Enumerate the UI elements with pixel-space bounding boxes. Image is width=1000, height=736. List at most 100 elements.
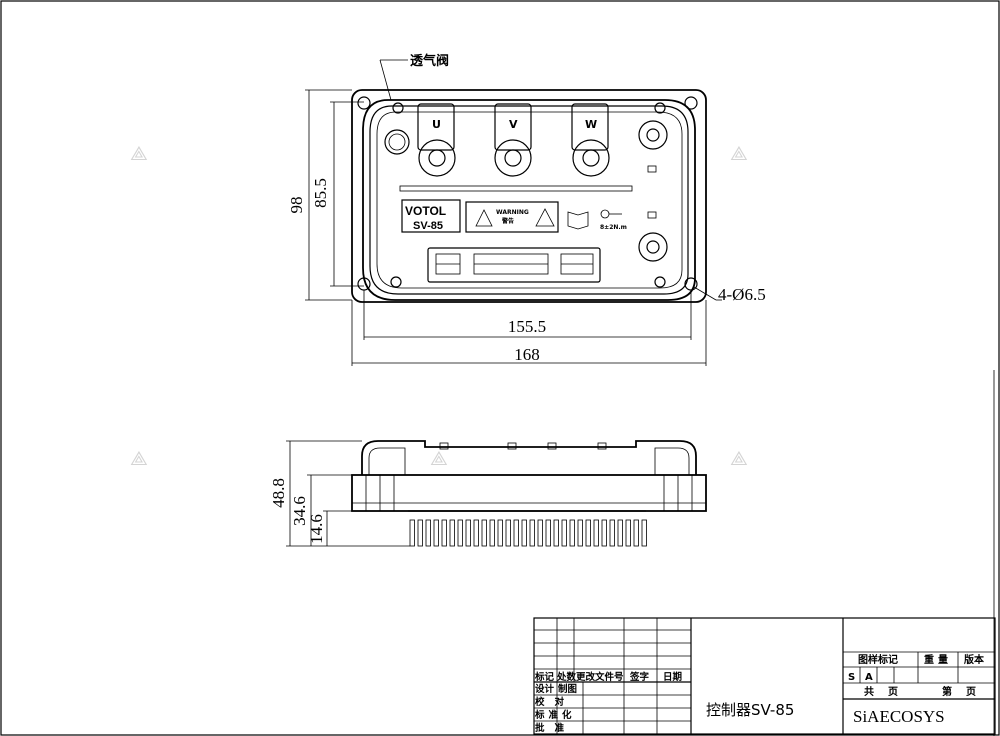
- row-design: 设计: [535, 683, 555, 695]
- side-ribs: [365, 475, 693, 511]
- heat-sink-fin: [497, 519, 503, 547]
- lid-screw: [390, 276, 402, 288]
- heat-sink-fin: [625, 519, 631, 547]
- battery-positive-inner: [646, 128, 660, 142]
- dim-width-outer: 168: [514, 345, 540, 364]
- vent-valve: [384, 129, 410, 155]
- terminal-v: V: [494, 103, 532, 177]
- watermark-group: ⟁ ⟁ ⟁ ⟁ ⟁: [130, 141, 748, 470]
- row-draft: 制图: [558, 683, 577, 695]
- revision-grid: [534, 618, 691, 734]
- connector-pin-block: [435, 253, 594, 275]
- housing-gasket: [376, 111, 683, 289]
- terminal-bolt-inner: [582, 149, 600, 167]
- side-cover-inner-right: [654, 447, 690, 475]
- mark-a: A: [865, 672, 873, 683]
- battery-negative-inner: [646, 240, 660, 254]
- heat-sink-fin: [449, 519, 455, 547]
- company-name: SiAECOSYS: [853, 707, 945, 726]
- warning-triangle-icon: [475, 209, 493, 227]
- col-mark: 标记: [534, 671, 555, 683]
- heat-sink-fin: [409, 519, 415, 547]
- version-label: 版本: [964, 653, 985, 666]
- terminal-bolt: [418, 139, 456, 177]
- watermark-icon: ⟁: [730, 446, 748, 470]
- dim-side-mid: 34.6: [290, 496, 309, 526]
- heat-sink-fin: [585, 519, 591, 547]
- mounting-hole: [684, 96, 698, 110]
- heat-sink-fin: [577, 519, 583, 547]
- weight-label: 重量: [924, 653, 952, 666]
- heat-sink-fin: [601, 519, 607, 547]
- battery-positive-terminal: [638, 120, 668, 150]
- lid-screw: [654, 276, 666, 288]
- heat-sink-fin: [481, 519, 487, 547]
- title-block-frame: [533, 617, 996, 735]
- heat-sink-fin: [641, 519, 647, 547]
- side-view: 48.8 34.6 14.6: [269, 440, 707, 547]
- heat-sink-fin: [473, 519, 479, 547]
- vent-valve-leader: [379, 59, 392, 101]
- vent-valve-label: 透气阀: [410, 53, 449, 69]
- dim-height-outer: 98: [287, 197, 306, 214]
- torque-label: 8±2N.m: [600, 224, 627, 231]
- heat-sink-fin: [609, 519, 615, 547]
- housing-inner-outline: [369, 105, 689, 295]
- heat-sink-fin: [417, 519, 423, 547]
- lid-screw: [654, 102, 666, 114]
- dim-side-fins: 14.6: [307, 514, 326, 544]
- heat-sink-fin: [529, 519, 535, 547]
- product-name: 控制器SV-85: [706, 701, 794, 719]
- heat-sink-fin: [505, 519, 511, 547]
- heat-sink-fin: [441, 519, 447, 547]
- side-flange: [351, 474, 707, 512]
- heat-sink-fin: [545, 519, 551, 547]
- heat-sink-fin: [425, 519, 431, 547]
- watermark-icon: ⟁: [130, 141, 148, 165]
- label-strip: [399, 185, 633, 192]
- heat-sink-fin: [561, 519, 567, 547]
- mark-s: S: [848, 672, 855, 683]
- warning-text-cn: 警告: [501, 217, 514, 225]
- total-sheets-label: 共页: [864, 685, 912, 698]
- col-sign: 签字: [629, 671, 650, 683]
- dim-width-inner: 155.5: [508, 317, 546, 336]
- heat-sink-fin: [457, 519, 463, 547]
- dim-side-total: 48.8: [269, 478, 288, 508]
- info-grid: [843, 651, 995, 700]
- wrench-icon: [600, 209, 610, 219]
- heat-sink-fin: [465, 519, 471, 547]
- heat-sink-fin: [633, 519, 639, 547]
- terminal-w: W: [571, 103, 610, 177]
- terminal-label: V: [509, 118, 518, 131]
- watermark-icon: ⟁: [730, 141, 748, 165]
- terminal-bolt-inner: [428, 149, 446, 167]
- dim-height-inner: 85.5: [311, 178, 330, 208]
- title-block: 标记 处数 更改文件号 签字 日期 设计 制图 校对 标准化 批准 控制器SV-…: [533, 617, 996, 735]
- terminal-bolt: [572, 139, 610, 177]
- heat-sink-fins: [409, 519, 647, 547]
- heat-sink-fin: [433, 519, 439, 547]
- watermark-icon: ⟁: [430, 446, 448, 470]
- heat-sink-fin: [537, 519, 543, 547]
- battery-negative-terminal: [638, 232, 668, 262]
- dimensions-top: 98 85.5 155.5 168 4-Ø6.5: [287, 89, 766, 366]
- drawing-mark-label: 图样标记: [858, 653, 898, 666]
- side-connector-tabs: [439, 442, 607, 450]
- terminal-bolt-inner: [504, 149, 522, 167]
- vent-valve-inner: [388, 133, 406, 151]
- terminal-label: U: [432, 118, 441, 131]
- terminal-label: W: [585, 118, 597, 131]
- dimensions-side: 48.8 34.6 14.6: [269, 440, 410, 547]
- terminal-bolt: [494, 139, 532, 177]
- housing-outline: [362, 99, 696, 301]
- row-approve: 批准: [535, 722, 574, 734]
- watermark-icon: ⟁: [130, 446, 148, 470]
- mounting-hole: [357, 96, 371, 110]
- brand-name: VOTOL: [405, 204, 446, 218]
- manual-book-icon: [567, 211, 589, 230]
- top-view: 透气阀 U V W VOTOL S: [287, 53, 766, 366]
- sheet-number-label: 第页: [942, 685, 990, 698]
